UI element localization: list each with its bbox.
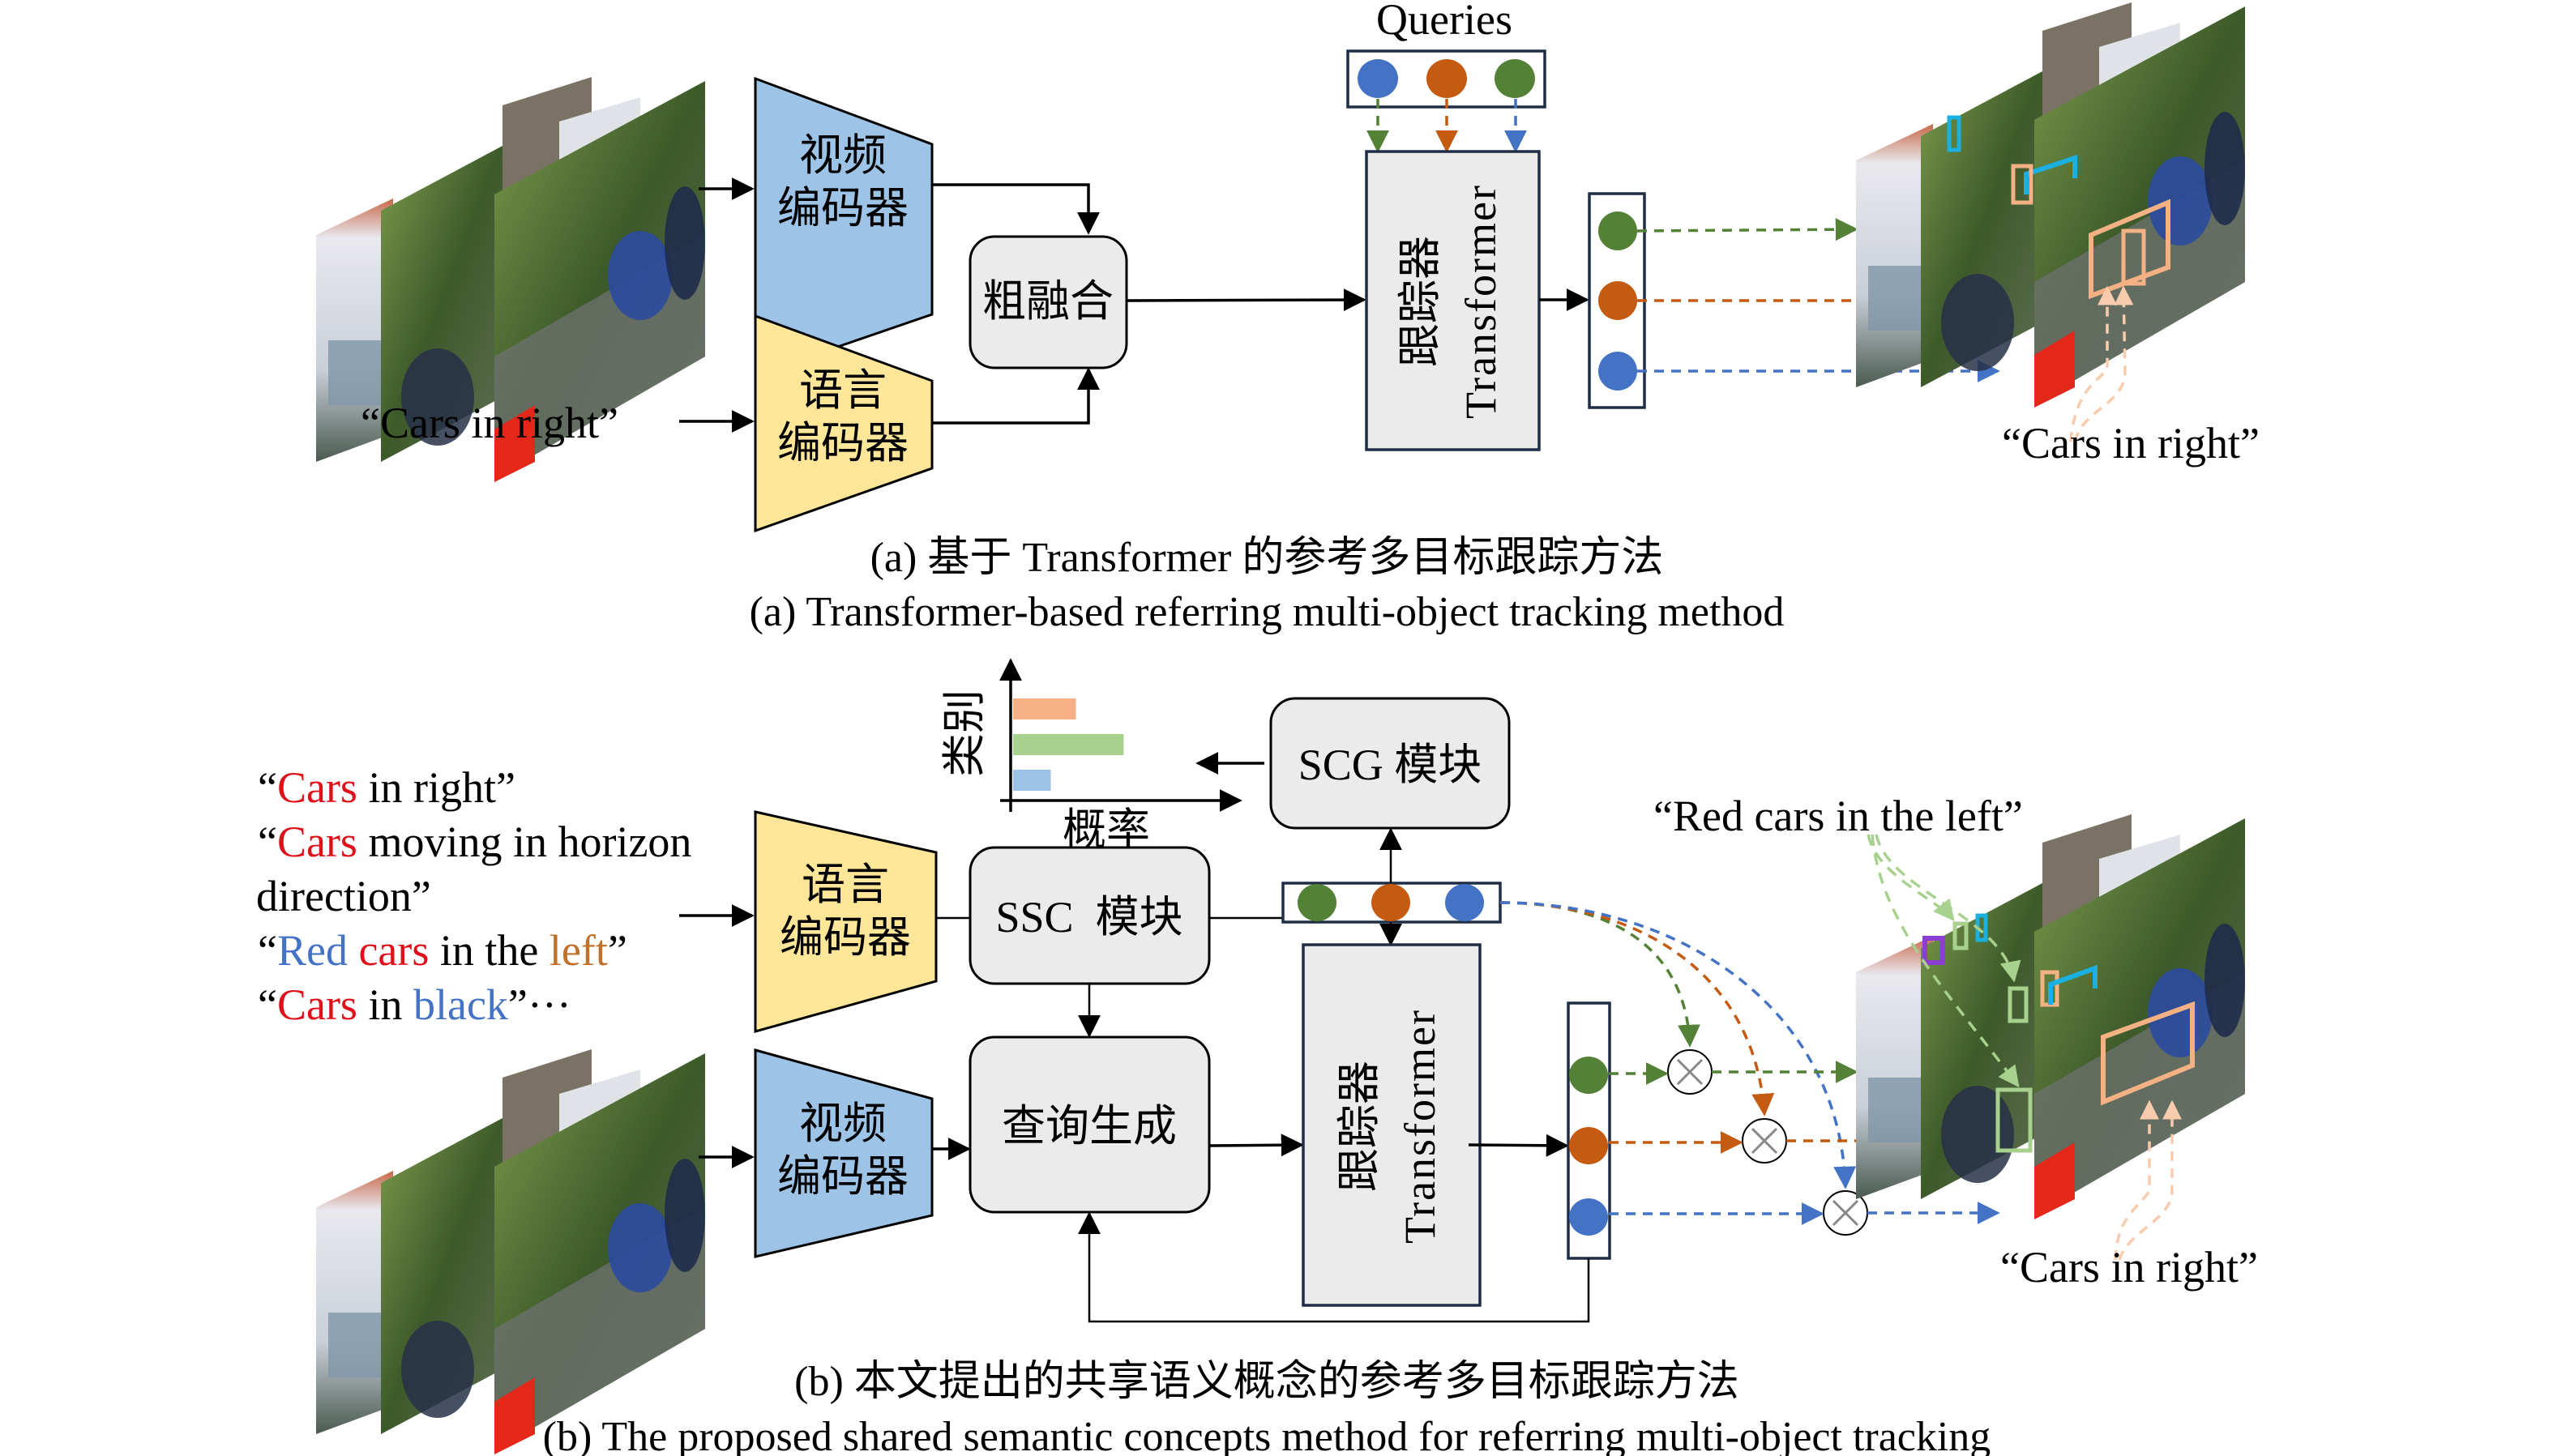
dashed-arrow-pink — [2114, 1099, 2159, 1261]
dashed-arrow-blue — [1499, 901, 1857, 1189]
output-queries-box — [1588, 192, 1646, 409]
multiply-node-green — [1667, 1049, 1713, 1095]
dashed-arrow-pink — [2118, 1099, 2182, 1261]
arrow — [932, 367, 1100, 425]
highlighted-word: Cars — [277, 763, 357, 812]
language-encoder: 语言 编码器 — [754, 314, 934, 533]
svg-text:编码器: 编码器 — [777, 419, 909, 468]
arrow — [932, 183, 1100, 235]
chart-bar-top — [1013, 698, 1076, 719]
svg-text:语言: 语言 — [799, 366, 887, 415]
chart-bar-bottom — [1013, 770, 1051, 791]
arrow — [1208, 1134, 1304, 1157]
ssc-module: SSC 模块 — [969, 846, 1211, 985]
input-video-frames — [316, 1049, 705, 1454]
highlighted-word: Red — [277, 926, 348, 975]
expression-text: “ — [258, 926, 277, 975]
multiply-icon — [1751, 1127, 1778, 1155]
highlighted-word: Cars — [277, 980, 357, 1029]
svg-text:Transformer: Transformer — [1456, 184, 1505, 419]
expression-text: “ — [258, 763, 277, 812]
expression-line: “Cars in black”··· — [258, 980, 571, 1029]
expression-line: “Cars in right” — [258, 763, 515, 812]
expression-line: direction” — [256, 872, 431, 920]
highlighted-word: left — [550, 926, 608, 975]
coarse-fusion-module: 粗融合 — [969, 235, 1128, 369]
referring-expressions: “Cars in right”“Cars moving in horizondi… — [256, 763, 691, 1029]
dashed-arrow-light-green — [1867, 834, 1955, 922]
arrow — [1126, 288, 1366, 312]
svg-text:语言: 语言 — [802, 860, 889, 909]
svg-text:SSC 模块: SSC 模块 — [995, 893, 1182, 941]
video-encoder: 视频 编码器 — [754, 1048, 934, 1258]
chart-bar-middle — [1013, 734, 1124, 755]
expression-line: “Red cars in the left” — [258, 926, 627, 975]
svg-text:查询生成: 查询生成 — [1002, 1102, 1177, 1151]
queries-box — [1346, 49, 1546, 109]
scg-module: SCG 模块 — [1269, 697, 1511, 830]
arrow — [1468, 1134, 1569, 1157]
caption-a-en: (a) Transformer-based referring multi-ob… — [750, 589, 1785, 635]
tracker-transformer: 跟踪器 Transformer — [1302, 943, 1482, 1307]
svg-text:SCG 模块: SCG 模块 — [1298, 741, 1482, 789]
expression-line: “Cars moving in horizon — [258, 818, 691, 866]
dashed-arrow-pink — [2069, 285, 2117, 442]
caption-a-cn: (a) 基于 Transformer 的参考多目标跟踪方法 — [870, 535, 1664, 581]
highlighted-word: cars — [358, 926, 429, 975]
query-dot-blue — [1358, 59, 1398, 98]
expression-text: “ — [258, 818, 277, 866]
input-expression: “Cars in right” — [361, 399, 618, 447]
svg-text:编码器: 编码器 — [777, 184, 909, 233]
output-video-frames — [1856, 2, 2245, 408]
panel-b: “Cars in right”“Cars moving in horizondi… — [256, 658, 2258, 1456]
expression-text: in — [357, 980, 413, 1029]
output-video-frames — [1856, 814, 2245, 1219]
query-generation-module: 查询生成 — [969, 1035, 1211, 1214]
expression-text: ” — [608, 926, 627, 975]
multiply-node-orange — [1742, 1118, 1787, 1164]
panel-a: “Cars in right” 视频 编码器 语言 编码器 粗融合 Querie… — [316, 0, 2260, 635]
queries-label: Queries — [1376, 0, 1512, 44]
svg-text:编码器: 编码器 — [777, 1152, 909, 1201]
chart-x-label: 概率 — [1063, 805, 1150, 854]
highlighted-word: black — [413, 980, 508, 1029]
semantic-queries-box — [1281, 882, 1502, 924]
output-expression-right: “Cars in right” — [2000, 1243, 2258, 1292]
output-expression-left: “Red cars in the left” — [1653, 792, 2023, 840]
query-dot-orange — [1426, 59, 1467, 98]
query-dot-green — [1495, 59, 1535, 98]
expression-text — [348, 926, 359, 975]
multiply-icon — [1832, 1199, 1859, 1227]
expression-text: moving in horizon — [357, 818, 691, 866]
multiply-icon — [1676, 1058, 1704, 1086]
output-expression: “Cars in right” — [2002, 419, 2260, 468]
caption-b-cn: (b) 本文提出的共享语义概念的参考多目标跟踪方法 — [794, 1358, 1739, 1405]
feedback-arrow — [1078, 1211, 1590, 1323]
chart-y-label: 类别 — [940, 690, 989, 777]
probability-chart: 类别 概率 — [940, 658, 1242, 854]
highlighted-word: Cars — [277, 818, 357, 866]
output-queries-box — [1567, 1001, 1611, 1260]
multiply-node-blue — [1823, 1190, 1868, 1236]
expression-text: “ — [258, 980, 277, 1029]
caption-b-en: (b) The proposed shared semantic concept… — [543, 1414, 1991, 1456]
svg-text:跟踪器: 跟踪器 — [1396, 236, 1444, 367]
expression-text: ”··· — [508, 980, 571, 1029]
expression-text: direction” — [256, 872, 431, 920]
svg-text:编码器: 编码器 — [780, 913, 911, 962]
svg-text:视频: 视频 — [799, 1099, 887, 1148]
dashed-arrow-light-green — [1875, 834, 2021, 983]
language-encoder: 语言 编码器 — [754, 810, 938, 1033]
expression-text: in the — [429, 926, 549, 975]
svg-text:粗融合: 粗融合 — [982, 277, 1114, 326]
expression-text: in right” — [357, 763, 515, 812]
svg-text:视频: 视频 — [799, 131, 887, 180]
video-encoder: 视频 编码器 — [754, 76, 934, 378]
svg-text:Transformer: Transformer — [1396, 1009, 1444, 1244]
tracker-transformer: 跟踪器 Transformer — [1365, 150, 1541, 451]
dashed-arrow-green — [1636, 218, 1858, 241]
svg-text:跟踪器: 跟踪器 — [1335, 1061, 1383, 1192]
